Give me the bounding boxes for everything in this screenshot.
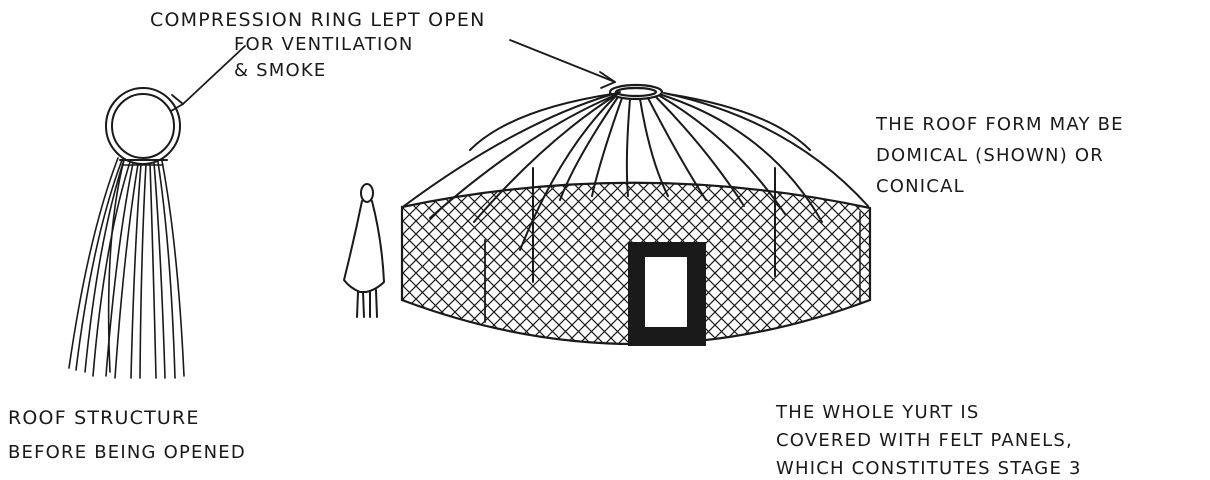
roof-form-line-1: THE ROOF FORM MAY BE	[875, 114, 1124, 135]
bundled-roof-poles	[69, 158, 184, 378]
yurt-sketch	[400, 85, 872, 390]
compression-ring-line-1: COMPRESSION RING LEPT OPEN	[150, 9, 486, 31]
roof-form-line-2: DOMICAL (SHOWN) OR	[876, 145, 1104, 166]
compression-ring-line-3: & SMOKE	[234, 60, 326, 81]
felt-line-1: THE WHOLE YURT IS	[775, 402, 979, 423]
roof-structure-sketch	[69, 88, 184, 378]
roof-structure-line-2: BEFORE BEING OPENED	[8, 442, 246, 463]
compression-ring	[106, 88, 180, 164]
felt-panels-note: THE WHOLE YURT IS COVERED WITH FELT PANE…	[775, 402, 1082, 479]
felt-line-2: COVERED WITH FELT PANELS,	[776, 430, 1073, 451]
roof-form-line-3: CONICAL	[876, 176, 965, 197]
compression-ring-note: COMPRESSION RING LEPT OPEN FOR VENTILATI…	[150, 9, 486, 81]
roof-structure-caption: ROOF STRUCTURE BEFORE BEING OPENED	[8, 407, 246, 463]
roof-form-note: THE ROOF FORM MAY BE DOMICAL (SHOWN) OR …	[875, 114, 1124, 197]
arrow-to-yurt-ring	[510, 40, 615, 82]
roof-structure-line-1: ROOF STRUCTURE	[8, 407, 200, 429]
felt-line-3: WHICH CONSTITUTES STAGE 3	[776, 458, 1082, 479]
human-figure-scale	[344, 184, 384, 317]
yurt-door	[628, 242, 706, 346]
compression-ring-line-2: FOR VENTILATION	[234, 34, 414, 55]
